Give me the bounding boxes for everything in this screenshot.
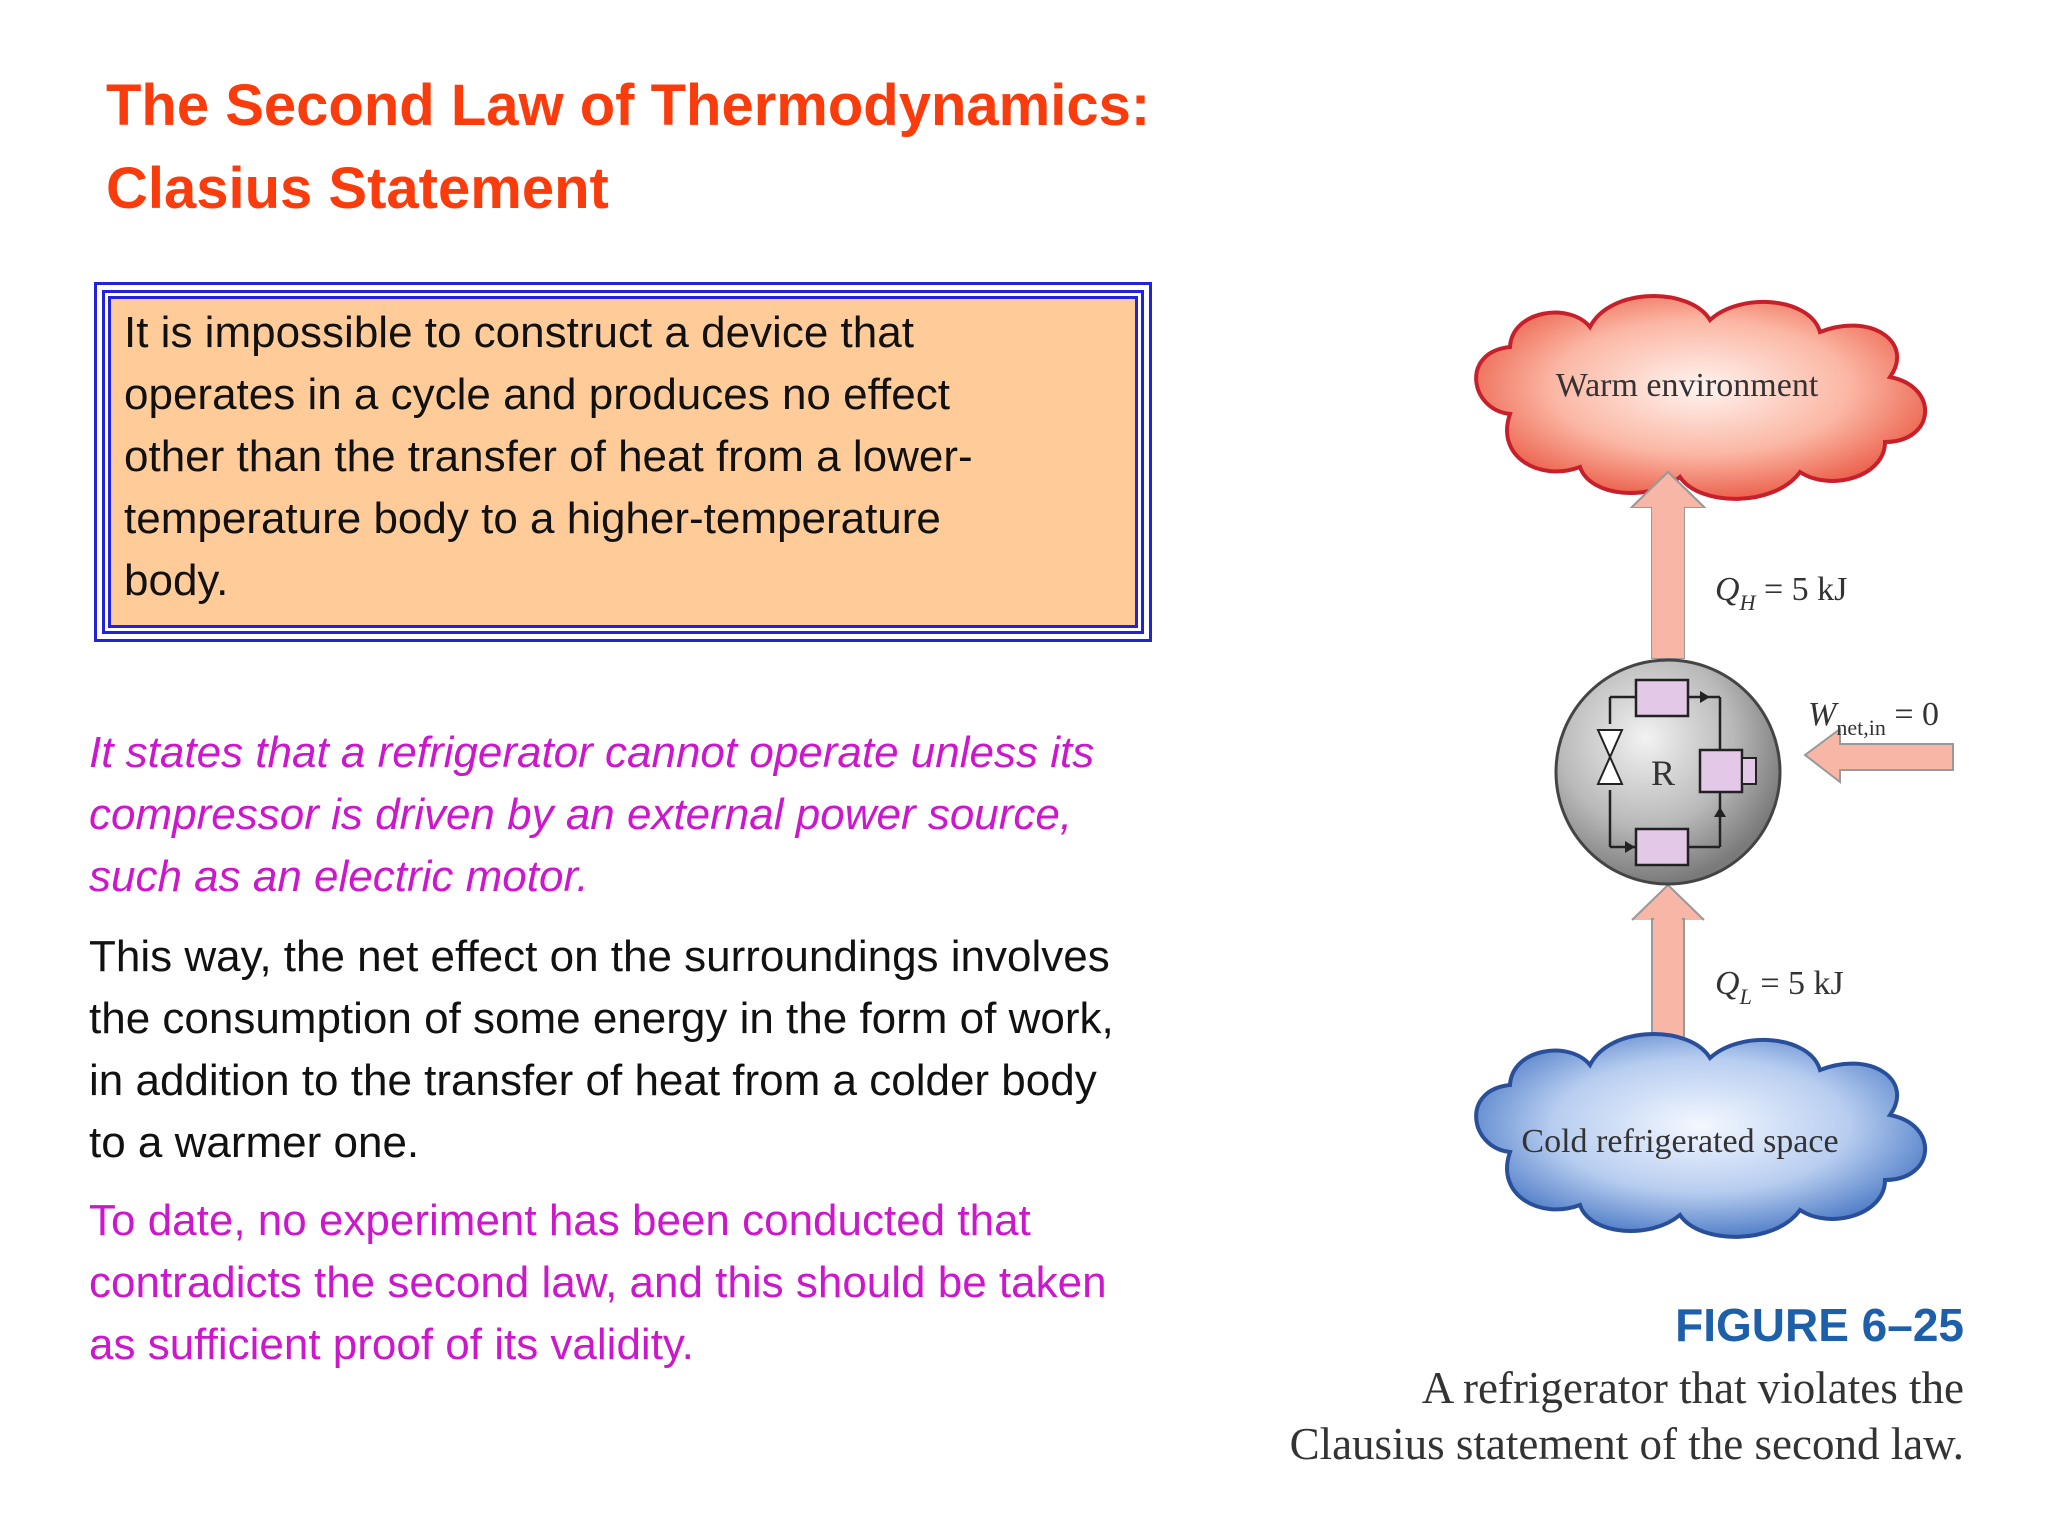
ql-label: QL = 5 kJ <box>1715 965 1844 1009</box>
cold-space-label: Cold refrigerated space <box>1521 1123 1838 1160</box>
statement-line: operates in a cycle and produces no effe… <box>124 370 950 419</box>
statement-box <box>94 282 1152 642</box>
warm-environment-label: Warm environment <box>1556 367 1819 404</box>
caption-line: Clausius statement of the second law. <box>1289 1419 1964 1469</box>
validity-paragraph: To date, no experiment has been conducte… <box>89 1190 1249 1376</box>
text-line: compressor is driven by an external powe… <box>89 790 1073 839</box>
work-label: Wnet,in = 0 <box>1808 696 1939 740</box>
text-line: the consumption of some energy in the fo… <box>89 994 1114 1043</box>
refrigerator-diagram: Warm environment QH = 5 kJ QL = 5 kJ Wne… <box>1474 294 1954 1239</box>
device-label: R <box>1651 753 1675 793</box>
text-line: To date, no experiment has been conducte… <box>89 1196 1031 1245</box>
heat-rejected-arrow: QH = 5 kJ <box>1629 470 1847 659</box>
title-line: The Second Law of Thermodynamics: <box>106 73 1151 138</box>
warm-environment-cloud: Warm environment <box>1474 294 1928 501</box>
text-line: in addition to the transfer of heat from… <box>89 1056 1097 1105</box>
text-line: This way, the net effect on the surround… <box>89 932 1110 981</box>
caption-line: A refrigerator that violates the <box>1421 1363 1964 1413</box>
work-input-arrow: Wnet,in = 0 <box>1803 696 1954 785</box>
qh-label: QH = 5 kJ <box>1715 571 1847 615</box>
statement-line: temperature body to a higher-temperature <box>124 494 941 543</box>
text-line: such as an electric motor. <box>89 852 589 901</box>
cold-space-cloud: Cold refrigerated space <box>1474 1032 1928 1239</box>
figure-caption: A refrigerator that violates the Clausiu… <box>1290 1360 1964 1472</box>
text-line: to a warmer one. <box>89 1118 420 1167</box>
statement-line: It is impossible to construct a device t… <box>124 308 914 357</box>
text-line: contradicts the second law, and this sho… <box>89 1258 1107 1307</box>
statement-line: other than the transfer of heat from a l… <box>124 432 973 481</box>
heat-absorbed-arrow: QL = 5 kJ <box>1631 883 1844 1048</box>
text-line: as sufficient proof of its validity. <box>89 1320 694 1369</box>
figure-number: FIGURE 6–25 <box>1675 1299 1964 1351</box>
statement-text: It is impossible to construct a device t… <box>124 302 1144 612</box>
slide-title: The Second Law of Thermodynamics: Clasiu… <box>106 64 1306 230</box>
title-line: Clasius Statement <box>106 156 609 221</box>
text-line: It states that a refrigerator cannot ope… <box>89 728 1095 777</box>
net-effect-paragraph: This way, the net effect on the surround… <box>89 926 1249 1174</box>
refrigerator-explanation: It states that a refrigerator cannot ope… <box>89 722 1249 908</box>
refrigerator-device: R <box>1554 658 1782 886</box>
statement-line: body. <box>124 556 229 605</box>
